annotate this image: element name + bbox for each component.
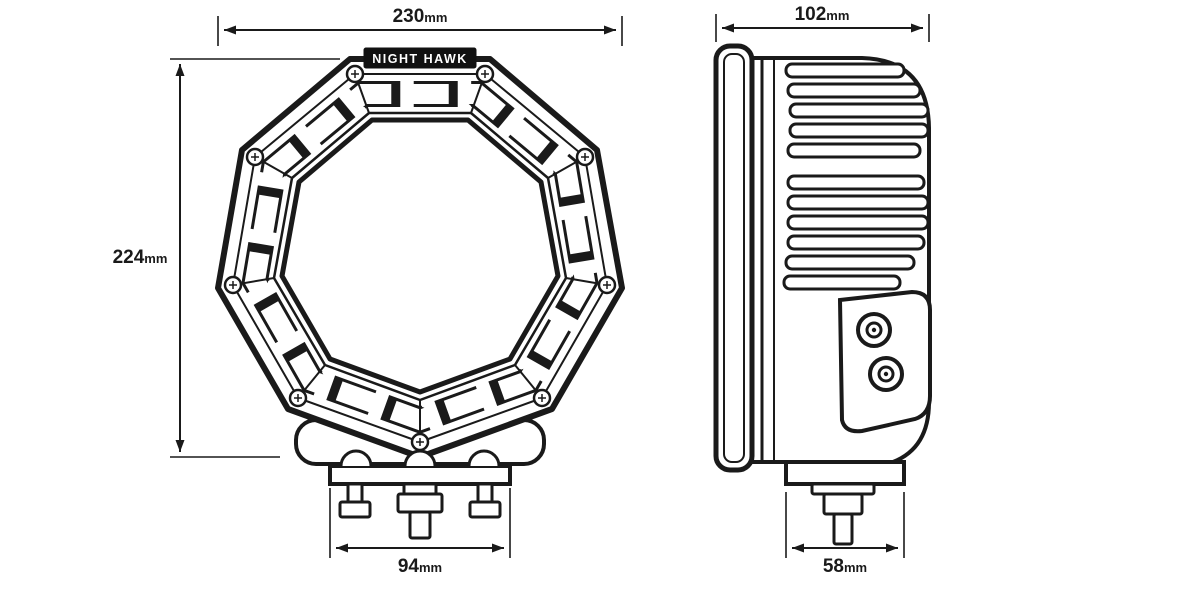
mounting-bolt-right — [468, 482, 502, 519]
heatsink-fins — [782, 62, 930, 291]
screw-icon — [223, 275, 243, 295]
dim-front-base-label: 94mm — [398, 556, 442, 577]
led-band-fill — [244, 84, 596, 431]
side-pedestal — [784, 460, 906, 486]
bracket-bolt-upper — [856, 312, 892, 348]
front-mount — [328, 449, 512, 540]
bracket-bolt-lower — [868, 356, 904, 392]
side-lens — [713, 43, 755, 473]
housing-inner-contour — [232, 73, 608, 443]
dimension-front-width: 230mm — [217, 6, 623, 46]
dim-side-base-label: 58mm — [823, 556, 867, 577]
dimension-front-base-width: 94mm — [329, 488, 511, 577]
front-view: NIGHT HAWK — [215, 47, 625, 540]
dimension-front-height: 224mm — [113, 58, 340, 458]
side-lens-inner — [723, 53, 745, 463]
side-mounting-bolt — [810, 482, 876, 546]
brand-badge: NIGHT HAWK — [363, 47, 477, 69]
dim-front-width-label: 230mm — [393, 6, 448, 27]
pedestal-scallops — [339, 449, 501, 467]
side-mount — [784, 460, 906, 546]
screw-icon — [597, 275, 617, 295]
dimension-side-base-width: 58mm — [785, 492, 905, 577]
screw-icon — [245, 147, 265, 167]
mounting-bolt-center — [396, 482, 444, 540]
rim-screws — [223, 64, 617, 452]
side-view — [713, 43, 932, 546]
lens-opening — [279, 117, 561, 395]
screw-icon — [575, 147, 595, 167]
screw-icon — [532, 388, 552, 408]
dim-side-depth-label: 102mm — [795, 4, 850, 25]
mounting-bolt-left — [338, 482, 372, 519]
dim-front-height-label: 224mm — [113, 247, 168, 268]
front-pedestal — [328, 464, 512, 486]
dimension-side-depth: 102mm — [715, 4, 930, 42]
screw-icon — [288, 388, 308, 408]
screw-icon — [410, 432, 430, 452]
brand-label: NIGHT HAWK — [372, 52, 468, 66]
screw-icon — [345, 64, 365, 84]
screw-icon — [475, 64, 495, 84]
